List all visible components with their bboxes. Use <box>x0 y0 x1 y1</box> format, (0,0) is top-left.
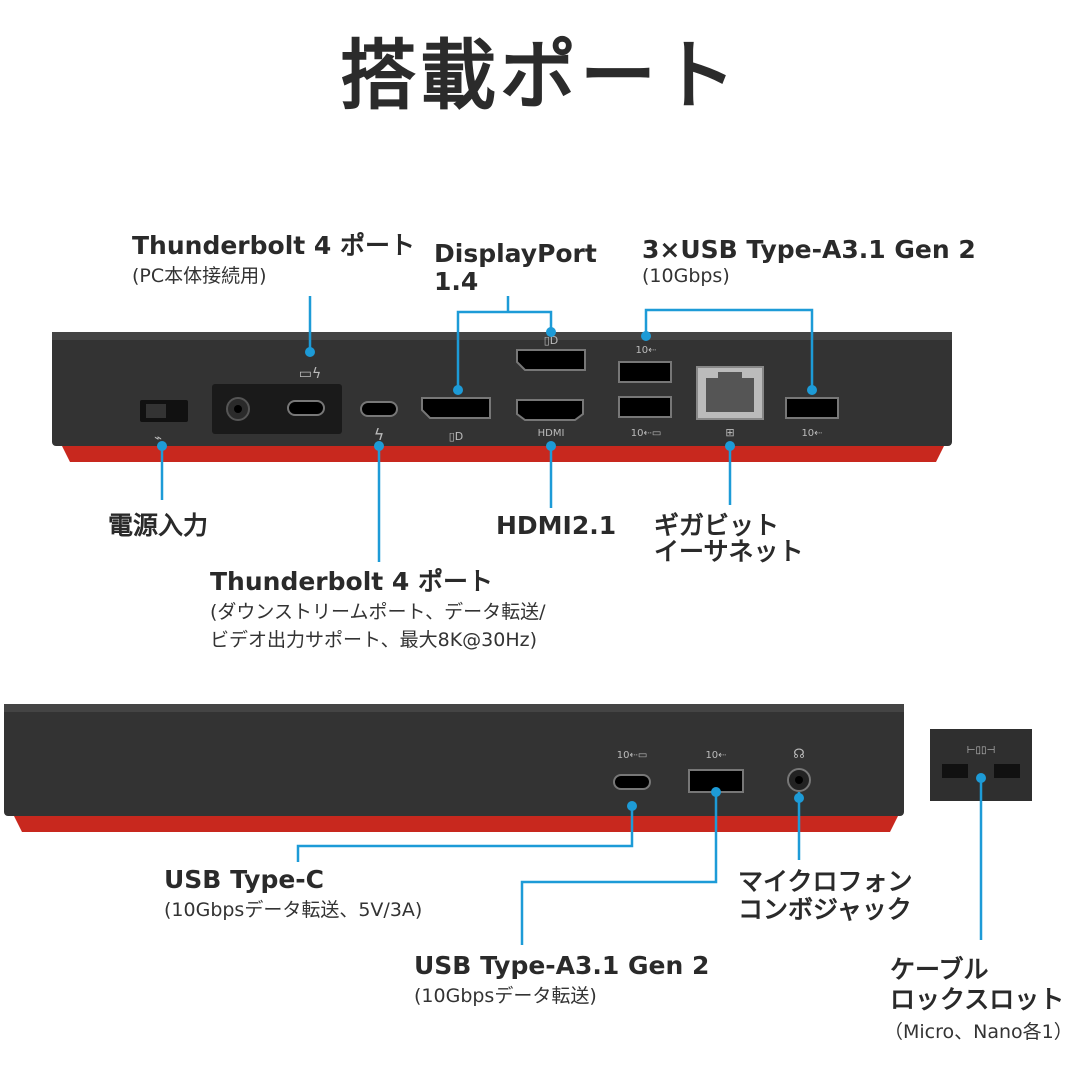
tb4-down-sub-1: (ダウンストリームポート、データ転送/ <box>210 601 546 623</box>
tb4-down-label: Thunderbolt 4 ポート <box>210 567 494 596</box>
rear-dock-red-base <box>62 446 944 462</box>
usb-c-sub: (10Gbpsデータ転送、5V/3A) <box>164 899 423 921</box>
displayport-label-1: DisplayPort <box>434 239 597 268</box>
usb-c-icon: 10⇠▭ <box>617 750 648 761</box>
power-icon: ⌁ <box>154 431 162 446</box>
ethernet-icon: ⊞ <box>725 426 734 439</box>
lock-slot-right <box>994 764 1020 778</box>
front-dock-body <box>4 704 904 816</box>
dp-icon-1: ▯D <box>449 430 464 443</box>
power-label: 電源入力 <box>108 511 209 540</box>
usb-c-front-port <box>613 774 651 790</box>
hdmi-port <box>516 399 584 421</box>
displayport-label-2: 1.4 <box>434 267 479 296</box>
tb4-host-port <box>287 400 325 416</box>
dp-icon-2: ▯D <box>544 334 559 347</box>
usb-a-rear-1 <box>618 361 672 383</box>
lock-label-2: ロックスロット <box>890 985 1065 1014</box>
ethernet-label-1: ギガビット <box>654 511 780 540</box>
displayport-1 <box>421 397 491 419</box>
mic-label-2: コンボジャック <box>738 895 912 924</box>
lock-slot-panel: ⊢▯▯⊣ <box>930 729 1032 801</box>
tb4-down-port <box>360 401 398 417</box>
front-dock: 10⇠▭ 10⇠ ☊ <box>4 704 904 832</box>
usb-c-label: USB Type-C <box>164 865 325 894</box>
lock-sub: （Micro、Nano各1） <box>884 1021 1073 1043</box>
usb-icon-rear-top: 10⇠ <box>635 345 657 356</box>
hdmi-label: HDMI2.1 <box>496 511 617 540</box>
tb4-down-sub-2: ビデオ出力サポート、最大8K@30Hz) <box>210 629 538 651</box>
tb4-host-sub: (PC本体接続用) <box>132 265 267 287</box>
page-title: 搭載ポート <box>340 31 740 120</box>
usb-a-rear-2 <box>618 396 672 418</box>
usb-a-rear-label: 3×USB Type-A3.1 Gen 2 <box>642 235 976 264</box>
usb-icon-rear-right: 10⇠ <box>801 428 823 439</box>
rear-dock: ⌁ ▭ϟ ϟ ▯D ▯D HDMI 10⇠ 10⇠▭ ⊞ 10⇠ <box>52 332 952 462</box>
laptop-bolt-icon: ▭ϟ <box>299 366 321 382</box>
ethernet-label-2: イーサネット <box>654 537 804 566</box>
lock-label-1: ケーブル <box>890 955 989 984</box>
usb-icon-rear-mid: 10⇠▭ <box>631 428 662 439</box>
displayport-2 <box>516 349 586 371</box>
usb-a-front-sub: (10Gbpsデータ転送) <box>414 985 597 1007</box>
usb-a-front-label: USB Type-A3.1 Gen 2 <box>414 951 710 980</box>
callout-lines <box>160 296 983 945</box>
callout-dots <box>157 327 986 811</box>
thunderbolt-icon: ϟ <box>374 425 385 444</box>
hdmi-port-text: HDMI <box>538 428 565 439</box>
lock-icon: ⊢▯▯⊣ <box>967 745 995 756</box>
tb4-host-label: Thunderbolt 4 ポート <box>132 231 416 260</box>
mic-label-1: マイクロフォン <box>738 867 913 896</box>
front-dock-red-base <box>14 816 898 832</box>
usb-a-icon: 10⇠ <box>705 750 727 761</box>
headset-icon: ☊ <box>793 747 805 762</box>
host-port-recess <box>212 384 342 434</box>
usb-a-rear-3 <box>785 397 839 419</box>
usb-a-rear-sub: (10Gbps) <box>642 265 730 287</box>
lock-slot-left <box>942 764 968 778</box>
